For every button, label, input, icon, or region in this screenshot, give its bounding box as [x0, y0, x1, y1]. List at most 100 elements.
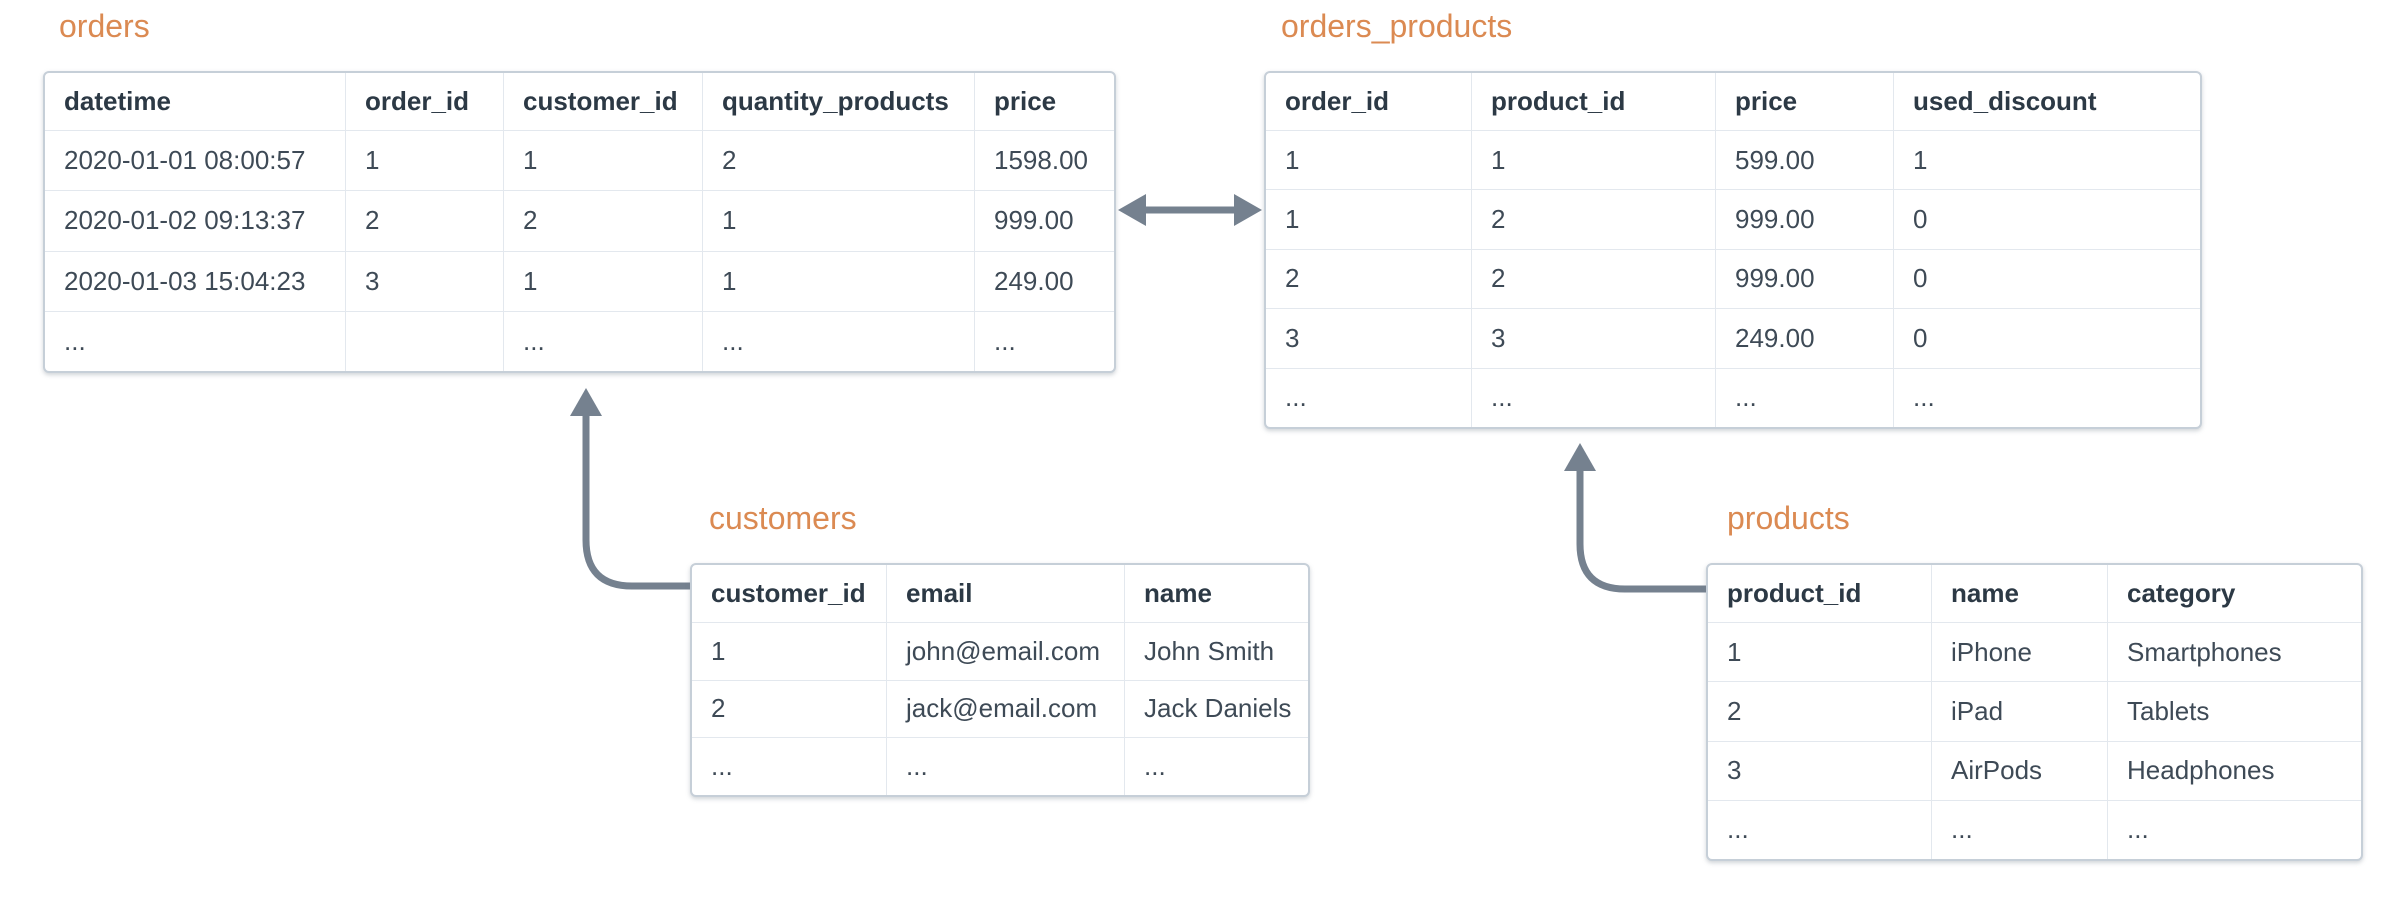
table-cell [345, 310, 503, 371]
table-header-row: product_id name category [1708, 565, 2361, 622]
table-cell: Tablets [2107, 681, 2361, 741]
table-cell: 1 [1266, 130, 1471, 189]
table-cell: 2 [345, 190, 503, 251]
table-cell: ... [1715, 367, 1893, 427]
table-cell: ... [692, 737, 886, 795]
table-cell: ... [1124, 737, 1308, 795]
table-cell: 1 [1893, 130, 2200, 190]
column-header: email [886, 565, 1124, 622]
table-cell: 1 [503, 130, 702, 191]
table-cell: 1 [692, 622, 886, 680]
table-cell: jack@email.com [886, 679, 1124, 738]
table-cell: ... [1471, 367, 1715, 427]
table-cell: 2020-01-03 15:04:23 [45, 250, 345, 311]
table-cell: 1598.00 [974, 130, 1114, 191]
table-row: 1 john@email.com John Smith [692, 622, 1308, 680]
table-cell: ... [886, 737, 1124, 795]
table-cell: ... [702, 310, 974, 371]
column-header: used_discount [1893, 73, 2200, 130]
table-cell: 249.00 [1715, 308, 1893, 368]
table-row: 2020-01-03 15:04:23 3 1 1 249.00 [45, 250, 1114, 311]
table-cell: 0 [1893, 308, 2200, 368]
table-row: 2 jack@email.com Jack Daniels [692, 679, 1308, 738]
column-header: quantity_products [702, 73, 974, 130]
table-cell: iPhone [1931, 622, 2107, 682]
table-cell: 2 [1471, 248, 1715, 309]
table-cell: ... [1893, 367, 2200, 427]
table-cell: 1 [1708, 622, 1931, 681]
table-cell: 3 [1266, 308, 1471, 367]
customers-table: customer_id email name 1 john@email.com … [690, 563, 1310, 797]
table-title-orders-products: orders_products [1281, 8, 1513, 44]
column-header: category [2107, 565, 2361, 622]
column-header: price [1715, 73, 1893, 130]
table-cell: 249.00 [974, 250, 1114, 311]
table-cell: ... [1708, 799, 1931, 859]
table-cell: 2 [692, 679, 886, 738]
table-cell: john@email.com [886, 622, 1124, 680]
column-header: price [974, 73, 1114, 130]
column-header: order_id [1285, 86, 1390, 116]
column-header: product_id [1471, 73, 1715, 130]
table-cell: ... [974, 310, 1114, 371]
table-cell: Headphones [2107, 740, 2361, 800]
table-row: ... ... ... [1708, 799, 2361, 859]
table-row: ... ... ... ... [45, 310, 1114, 371]
table-cell: 2020-01-02 09:13:37 [45, 190, 345, 250]
table-row: ... ... ... ... [1266, 367, 2200, 427]
table-title-orders: orders [59, 8, 150, 44]
table-row: 1 iPhone Smartphones [1708, 622, 2361, 682]
table-row: 1 1 599.00 1 [1266, 130, 2200, 190]
table-cell: Smartphones [2107, 622, 2361, 682]
column-header: name [1931, 565, 2107, 622]
table-cell: 2 [1708, 681, 1931, 740]
table-header-row: order_id product_id price used_discount [1266, 73, 2200, 130]
table-cell: 3 [345, 250, 503, 311]
table-cell: 1 [503, 250, 702, 311]
table-title-products: products [1727, 500, 1850, 536]
table-cell: ... [45, 310, 345, 371]
table-cell: 999.00 [1715, 189, 1893, 249]
table-row: 3 AirPods Headphones [1708, 740, 2361, 800]
arrow-customers-orders-icon [570, 388, 690, 590]
table-row: 1 2 999.00 0 [1266, 189, 2200, 249]
table-cell: 3 [1708, 740, 1931, 800]
table-row: ... ... ... [692, 737, 1308, 795]
table-row: 2020-01-02 09:13:37 2 2 1 999.00 [45, 190, 1114, 251]
arrow-products-orders-products-icon [1564, 443, 1706, 593]
table-cell: iPad [1931, 681, 2107, 741]
column-header: customer_id [711, 578, 866, 608]
table-cell: 0 [1893, 248, 2200, 309]
table-header-row: datetime order_id customer_id quantity_p… [45, 73, 1114, 130]
orders-products-table: order_id product_id price used_discount … [1264, 71, 2202, 429]
table-cell: 2 [1266, 248, 1471, 308]
table-cell: John Smith [1124, 622, 1308, 680]
table-cell: 1 [702, 250, 974, 311]
table-cell: 1 [1471, 130, 1715, 190]
table-header-row: customer_id email name [692, 565, 1308, 622]
column-header: datetime [64, 86, 171, 116]
table-row: 2 2 999.00 0 [1266, 248, 2200, 309]
table-cell: ... [503, 310, 702, 371]
table-cell: 1 [1266, 189, 1471, 248]
column-header: order_id [345, 73, 503, 130]
table-cell: 599.00 [1715, 130, 1893, 190]
arrow-orders-orders-products-icon [1118, 194, 1262, 226]
table-row: 2020-01-01 08:00:57 1 1 2 1598.00 [45, 130, 1114, 191]
table-cell: 2020-01-01 08:00:57 [45, 130, 345, 190]
table-cell: 2 [702, 130, 974, 191]
table-cell: 0 [1893, 189, 2200, 249]
column-header: product_id [1727, 578, 1862, 608]
table-cell: ... [1931, 799, 2107, 859]
table-cell: Jack Daniels [1124, 679, 1308, 738]
table-cell: 2 [1471, 189, 1715, 249]
table-cell: 3 [1471, 308, 1715, 368]
table-cell: ... [2107, 799, 2361, 859]
column-header: name [1124, 565, 1308, 622]
table-cell: 2 [503, 190, 702, 251]
table-row: 2 iPad Tablets [1708, 681, 2361, 741]
table-cell: 999.00 [1715, 248, 1893, 309]
table-cell: ... [1266, 367, 1471, 427]
table-cell: 999.00 [974, 190, 1114, 251]
